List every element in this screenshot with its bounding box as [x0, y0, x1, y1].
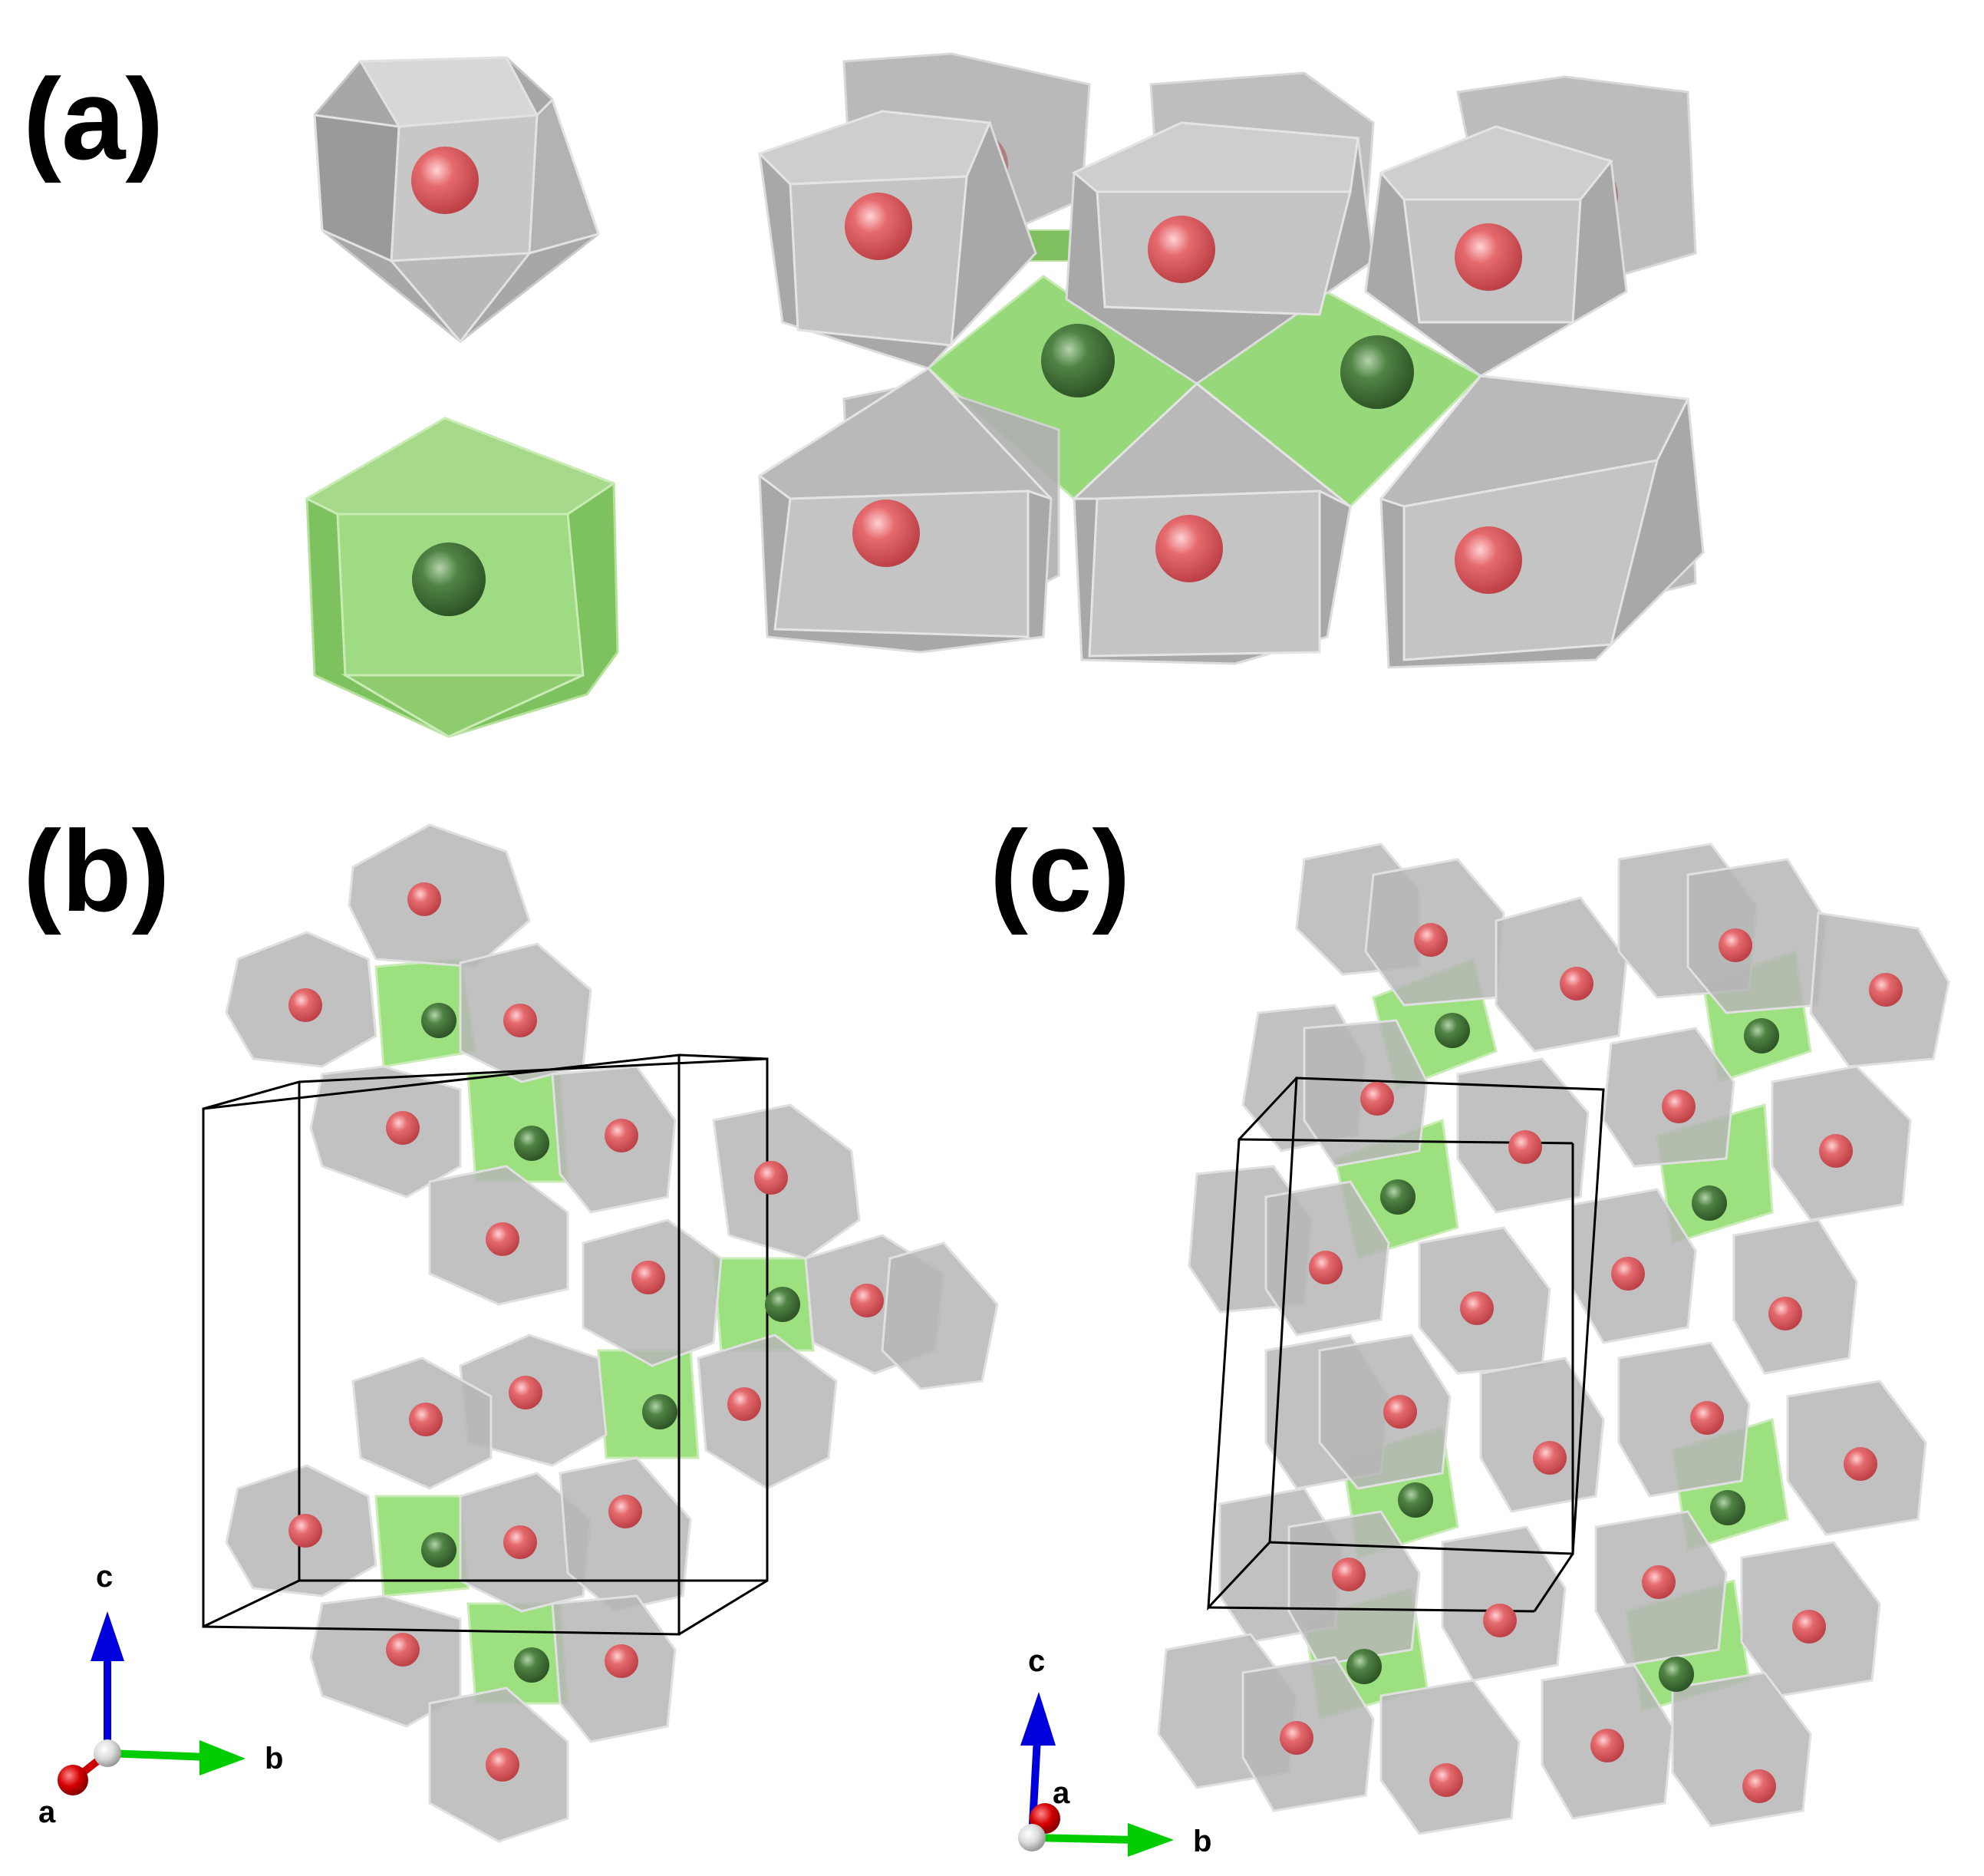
gray-cluster-top [757, 110, 1628, 385]
red-atom [411, 147, 479, 214]
red-atom [1148, 216, 1215, 283]
gray-polyhedra [225, 823, 999, 1843]
panel-label-c: (c) [990, 806, 1131, 935]
axis-label-a: a [1053, 1776, 1070, 1810]
gray-cluster-bottom [757, 367, 1705, 669]
panel-b: c b a [38, 823, 999, 1843]
green-polyhedron-single [304, 417, 619, 738]
axes-c: c b a [1018, 1644, 1211, 1858]
gray-polyhedra [1157, 842, 1950, 1835]
green-atom [1340, 335, 1414, 409]
red-atom [1455, 223, 1522, 291]
panel-a [304, 52, 1705, 738]
green-atoms [421, 1003, 800, 1683]
unit-cell-b [202, 1053, 769, 1636]
red-atom [852, 499, 920, 567]
red-atom [1155, 515, 1223, 582]
red-atom [1455, 526, 1522, 594]
green-atom [1041, 324, 1115, 397]
panel-label-a: (a) [23, 54, 164, 183]
panel-c: c b a [1018, 842, 1950, 1858]
red-atoms [1280, 923, 1903, 1803]
red-atom [845, 193, 912, 260]
green-atoms [1346, 1013, 1779, 1692]
axis-label-b: b [265, 1742, 283, 1775]
panel-label-b: (b) [23, 806, 170, 935]
green-atom [412, 542, 486, 616]
axes-b: c b a [38, 1560, 283, 1829]
red-atoms [288, 882, 884, 1782]
axis-label-b: b [1193, 1825, 1211, 1858]
axis-label-c: c [1028, 1644, 1045, 1678]
axis-label-c: c [96, 1560, 113, 1594]
gray-polyhedron-single [313, 56, 600, 344]
b-axis-arrow [107, 1749, 208, 1761]
b-axis-arrow [1031, 1834, 1136, 1844]
axis-label-a: a [38, 1795, 56, 1829]
